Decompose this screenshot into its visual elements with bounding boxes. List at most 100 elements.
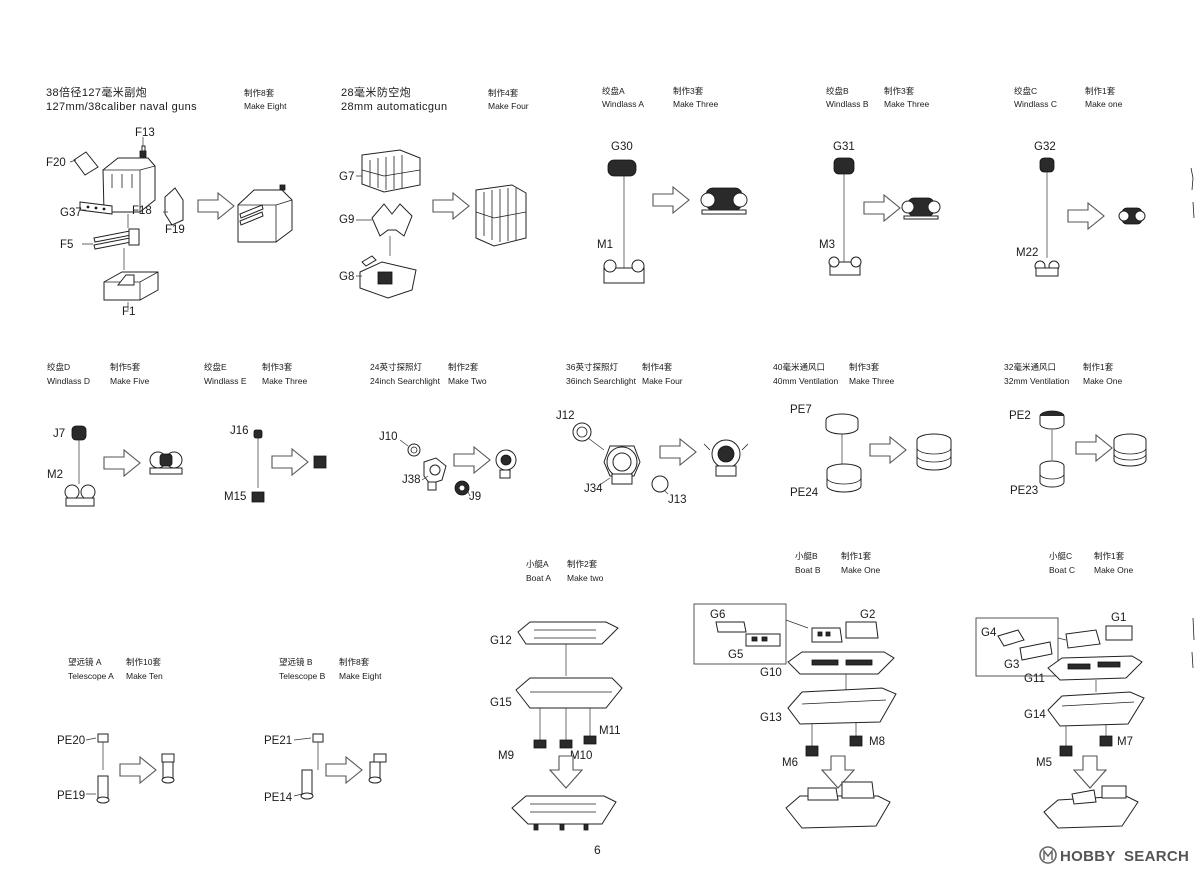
section-telescope-a: 望远镜 A Telescope A 制作10套 Make Ten PE20 PE… <box>57 657 175 804</box>
title-cn: 望远镜 B <box>279 657 313 667</box>
make-cn: 制作1套 <box>1094 551 1125 561</box>
label-M7: M7 <box>1117 736 1133 748</box>
make-cn: 制作8套 <box>244 88 275 98</box>
assembly-arrow <box>659 438 697 466</box>
label-J7: J7 <box>53 428 65 440</box>
make-en: Make one <box>1085 99 1123 109</box>
hobby-search-logo: HOBBY SEARCH <box>1039 846 1189 865</box>
assembly-arrow <box>1073 755 1107 789</box>
section-boat-c: 小艇C Boat C 制作1套 Make One G4 G3 G1 G11 G1… <box>975 551 1145 829</box>
label-F5: F5 <box>60 239 73 251</box>
section-127mm-guns: 38倍径127毫米副炮 127mm/38caliber naval guns 制… <box>46 85 293 318</box>
title-cn: 绞盘E <box>204 362 227 372</box>
make-en: Make Three <box>884 99 929 109</box>
section-windlass-c: 绞盘C Windlass C 制作1套 Make one G32 M22 <box>1014 86 1146 277</box>
title-en: Windlass C <box>1014 99 1057 109</box>
make-cn: 制作3套 <box>673 86 704 96</box>
label-G4: G4 <box>981 627 997 639</box>
label-M8: M8 <box>869 736 885 748</box>
label-G10: G10 <box>760 667 782 679</box>
section-windlass-a: 绞盘A Windlass A 制作3套 Make Three G30 M1 <box>597 86 748 284</box>
section-boat-a: 小艇A Boat A 制作2套 Make two G12 G15 M11 M9 … <box>490 559 623 831</box>
label-J13: J13 <box>668 494 687 506</box>
title-cn: 绞盘D <box>47 362 70 372</box>
make-cn: 制作3套 <box>884 86 915 96</box>
title-cn: 32毫米通风口 <box>1004 362 1056 372</box>
label-G31: G31 <box>833 141 855 153</box>
assembly-arrow <box>1075 434 1113 462</box>
logo-ring-icon <box>1039 846 1057 864</box>
label-M1: M1 <box>597 239 613 251</box>
label-F1: F1 <box>122 306 135 318</box>
label-G11: G11 <box>1024 673 1045 685</box>
label-M22: M22 <box>1016 247 1038 259</box>
title-en: Boat B <box>795 565 821 575</box>
label-G12: G12 <box>490 635 512 647</box>
watermark-hobby: HOBBY <box>1060 848 1116 865</box>
label-G30: G30 <box>611 141 633 153</box>
title-cn: 28毫米防空炮 <box>341 85 411 99</box>
label-F13: F13 <box>135 127 155 139</box>
assembly-arrow <box>453 446 491 474</box>
label-PE19: PE19 <box>57 790 85 802</box>
label-PE20: PE20 <box>57 735 85 747</box>
label-M6: M6 <box>782 757 798 769</box>
make-en: Make Three <box>262 376 307 386</box>
label-G15: G15 <box>490 697 512 709</box>
label-G6: G6 <box>710 609 725 621</box>
label-M9: M9 <box>498 750 514 762</box>
assembly-arrow <box>869 436 907 464</box>
title-en: 127mm/38caliber naval guns <box>46 101 197 113</box>
section-32mm-ventilation: 32毫米通风口 32mm Ventilation 制作1套 Make One P… <box>1004 362 1147 497</box>
title-en: 36inch Searchlight <box>566 376 637 386</box>
make-cn: 制作5套 <box>110 362 141 372</box>
label-J10: J10 <box>379 431 398 443</box>
assembly-arrow <box>325 756 363 784</box>
make-cn: 制作1套 <box>1085 86 1116 96</box>
make-en: Make One <box>841 565 880 575</box>
title-en: 24inch Searchlight <box>370 376 441 386</box>
title-cn: 小艇B <box>795 551 818 561</box>
section-28mm-gun: 28毫米防空炮 28mm automaticgun 制作4套 Make Four… <box>339 85 529 299</box>
section-telescope-b: 望远镜 B Telescope B 制作8套 Make Eight PE21 P… <box>264 657 387 804</box>
title-cn: 望远镜 A <box>68 657 102 667</box>
label-M10: M10 <box>570 750 592 762</box>
watermark: HOBBY SEARCH <box>1039 846 1189 865</box>
label-F18: F18 <box>132 205 152 217</box>
assembly-arrow <box>432 192 470 220</box>
title-en: Telescope B <box>279 671 326 681</box>
label-G8: G8 <box>339 271 354 283</box>
label-PE21: PE21 <box>264 735 292 747</box>
section-40mm-ventilation: 40毫米通风口 40mm Ventilation 制作3套 Make Three… <box>773 362 952 499</box>
label-M15: M15 <box>224 491 246 503</box>
label-G5: G5 <box>728 649 743 661</box>
section-windlass-e: 绞盘E Windlass E 制作3套 Make Three J16 M15 <box>204 362 327 503</box>
page-number: 6 <box>594 843 601 857</box>
label-J16: J16 <box>230 425 249 437</box>
label-PE7: PE7 <box>790 404 812 416</box>
title-cn: 小艇A <box>526 559 549 569</box>
label-G14: G14 <box>1024 709 1046 721</box>
logo-mark-icon <box>1043 848 1053 860</box>
make-en: Make Four <box>488 101 529 111</box>
label-G1: G1 <box>1111 612 1126 624</box>
label-G2: G2 <box>860 609 875 621</box>
title-en: Boat C <box>1049 565 1075 575</box>
make-en: Make One <box>1094 565 1133 575</box>
make-en: Make Five <box>110 376 149 386</box>
title-cn: 38倍径127毫米副炮 <box>46 85 147 99</box>
assembly-arrow <box>119 756 157 784</box>
label-G37: G37 <box>60 207 82 219</box>
section-36inch-searchlight: 36英寸探照灯 36inch Searchlight 制作4套 Make Fou… <box>556 362 749 506</box>
title-cn: 绞盘A <box>602 86 625 96</box>
make-cn: 制作3套 <box>849 362 880 372</box>
make-en: Make Two <box>448 376 487 386</box>
title-en: 40mm Ventilation <box>773 376 838 386</box>
label-M2: M2 <box>47 469 63 481</box>
title-en: Windlass D <box>47 376 90 386</box>
make-cn: 制作10套 <box>126 657 161 667</box>
make-cn: 制作1套 <box>841 551 872 561</box>
title-cn: 40毫米通风口 <box>773 362 825 372</box>
title-cn: 小艇C <box>1049 551 1072 561</box>
make-en: Make Ten <box>126 671 163 681</box>
